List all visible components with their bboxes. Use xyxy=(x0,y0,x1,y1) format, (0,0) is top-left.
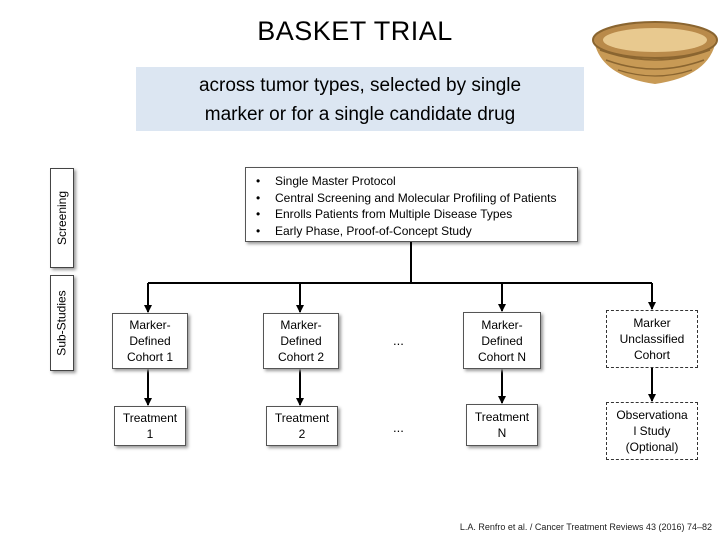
cohort-text: Unclassified xyxy=(619,332,685,346)
citation: L.A. Renfro et al. / Cancer Treatment Re… xyxy=(459,522,712,532)
master-protocol-box: Single Master Protocol Central Screening… xyxy=(245,167,578,242)
protocol-item: Central Screening and Molecular Profilin… xyxy=(256,190,577,207)
description-banner: across tumor types, selected by single m… xyxy=(136,67,584,131)
protocol-item: Enrolls Patients from Multiple Disease T… xyxy=(256,206,577,223)
cohort-text: Cohort 1 xyxy=(126,350,174,364)
cohort-text: Marker xyxy=(633,316,671,330)
ellipsis-cohorts: ... xyxy=(393,333,404,348)
screening-label-box: Screening xyxy=(50,168,74,268)
observational-text: (Optional) xyxy=(625,440,679,454)
protocol-item: Single Master Protocol xyxy=(256,173,577,190)
cohort-text: Cohort 2 xyxy=(277,350,325,364)
treatment-text: 1 xyxy=(146,427,154,441)
cohort-text: Defined xyxy=(481,333,523,348)
page-title: BASKET TRIAL xyxy=(257,16,453,46)
observational-study-box: Observationa l Study (Optional) xyxy=(606,402,698,460)
cohort-text: Marker- xyxy=(129,318,171,332)
treatment-box-1: Treatment 1 xyxy=(114,406,186,446)
banner-line-1: across tumor types, selected by single xyxy=(198,75,522,96)
treatment-box-2: Treatment 2 xyxy=(266,406,338,446)
treatment-text: Treatment xyxy=(274,411,330,425)
cohort-text: Cohort N xyxy=(477,349,527,364)
protocol-item: Early Phase, Proof-of-Concept Study xyxy=(256,223,577,240)
observational-text: l Study xyxy=(633,424,671,438)
sub-studies-label-box: Sub-Studies xyxy=(50,275,74,371)
cohort-text: Defined xyxy=(280,334,322,348)
treatment-text: Treatment xyxy=(122,411,178,425)
banner-line-2: marker or for a single candidate drug xyxy=(204,104,516,125)
cohort-text: Marker- xyxy=(280,318,322,332)
treatment-text: N xyxy=(497,426,507,440)
treatment-text: Treatment xyxy=(474,410,530,424)
cohort-text: Cohort xyxy=(633,348,670,362)
basket-icon xyxy=(592,21,718,84)
ellipsis-treatments: ... xyxy=(393,420,404,435)
observational-text: Observationa xyxy=(616,408,688,422)
treatment-text: 2 xyxy=(298,427,306,441)
cohort-text: Marker- xyxy=(481,317,523,332)
cohort-text: Defined xyxy=(129,334,171,348)
